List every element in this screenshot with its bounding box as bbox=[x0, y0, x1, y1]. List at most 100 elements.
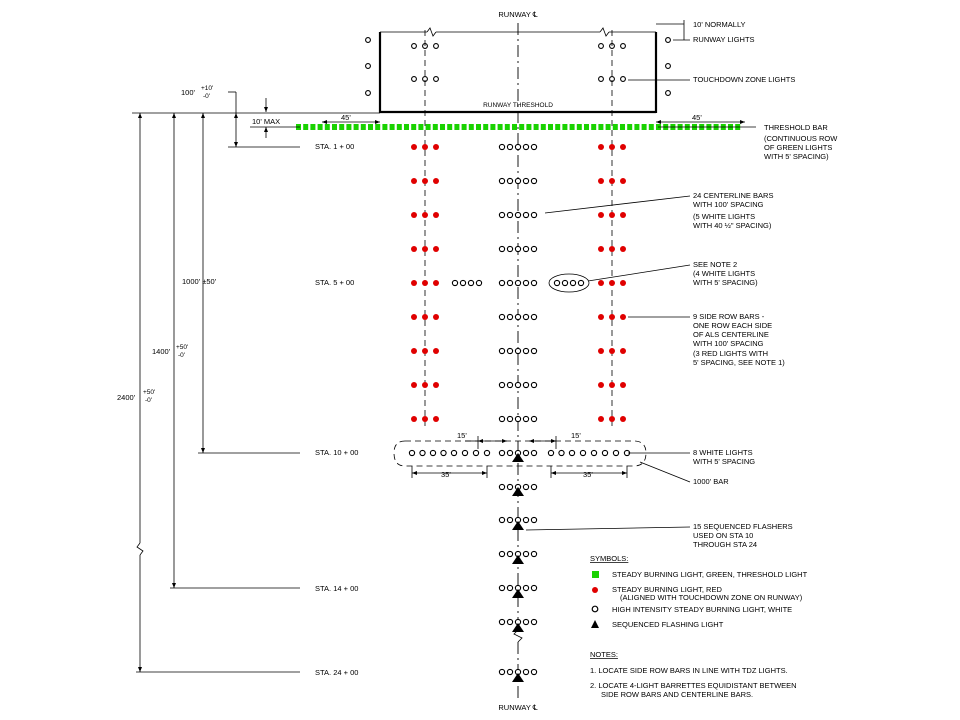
white-centerline-light bbox=[498, 449, 506, 457]
green-square-icon bbox=[592, 571, 599, 578]
red-side-row-light bbox=[620, 382, 626, 388]
red-side-row-light bbox=[598, 178, 604, 184]
red-side-row-light bbox=[598, 246, 604, 252]
red-side-row-light bbox=[620, 212, 626, 218]
legend-item-2a: STEADY BURNING LIGHT, RED bbox=[612, 585, 722, 594]
white-centerline-light bbox=[522, 177, 530, 185]
white-centerline-light bbox=[522, 584, 530, 592]
green-threshold-light bbox=[562, 124, 568, 130]
green-threshold-light bbox=[598, 124, 604, 130]
tdz-lights-label: TOUCHDOWN ZONE LIGHTS bbox=[693, 75, 795, 84]
white-centerline-light bbox=[506, 279, 514, 287]
runway-lights-label: RUNWAY LIGHTS bbox=[693, 35, 755, 44]
sequenced-flasher-icon bbox=[512, 589, 524, 598]
dim-1000: 1000' ±50' bbox=[182, 277, 217, 286]
white-bar-light bbox=[547, 449, 555, 457]
red-side-row-light bbox=[598, 314, 604, 320]
green-threshold-light bbox=[396, 124, 402, 130]
dim-35-right: 35' bbox=[583, 470, 593, 479]
white-centerline-light bbox=[522, 483, 530, 491]
white-bar-light bbox=[558, 449, 565, 457]
white-centerline-light bbox=[498, 584, 506, 592]
red-side-row-light bbox=[620, 178, 626, 184]
white-centerline-light bbox=[522, 143, 530, 151]
station-10-label: STA. 10 + 00 bbox=[315, 448, 358, 457]
flashers-2: USED ON STA 10 bbox=[693, 531, 753, 540]
white-centerline-light bbox=[522, 245, 530, 253]
station-24-label: STA. 24 + 00 bbox=[315, 668, 358, 677]
red-dot-icon bbox=[592, 587, 598, 593]
white-centerline-light bbox=[530, 245, 538, 253]
white-centerline-light bbox=[530, 483, 538, 491]
legend: SYMBOLS: STEADY BURNING LIGHT, GREEN, TH… bbox=[590, 554, 808, 629]
see-note2-2: (4 WHITE LIGHTS bbox=[693, 269, 755, 278]
green-threshold-light bbox=[360, 124, 366, 130]
note-2b: SIDE ROW BARS AND CENTERLINE BARS. bbox=[601, 690, 753, 699]
red-side-row-light bbox=[598, 212, 604, 218]
dim-15-right: 15' bbox=[571, 431, 581, 440]
green-threshold-light bbox=[584, 124, 589, 130]
red-side-row-light bbox=[422, 314, 428, 320]
white-centerline-light bbox=[522, 550, 530, 558]
sequenced-flashers bbox=[512, 453, 524, 682]
green-threshold-light bbox=[447, 124, 453, 130]
flashers-1: 15 SEQUENCED FLASHERS bbox=[693, 522, 793, 531]
white-centerline-light bbox=[514, 143, 522, 151]
station-5-label: STA. 5 + 00 bbox=[315, 278, 354, 287]
note-1: 1. LOCATE SIDE ROW BARS IN LINE WITH TDZ… bbox=[590, 666, 788, 675]
green-threshold-light bbox=[375, 124, 381, 130]
green-threshold-light bbox=[310, 124, 316, 130]
green-threshold-light bbox=[483, 124, 489, 130]
legend-item-3: HIGH INTENSITY STEADY BURNING LIGHT, WHI… bbox=[612, 605, 792, 614]
white-centerline-light bbox=[498, 550, 506, 558]
green-threshold-light bbox=[641, 124, 647, 130]
green-threshold-light bbox=[476, 124, 481, 130]
red-side-row-light bbox=[433, 382, 439, 388]
threshold-bar-note-3: WITH 5' SPACING) bbox=[764, 152, 829, 161]
white-centerline-light bbox=[506, 211, 514, 219]
red-side-row-light bbox=[411, 382, 417, 388]
red-side-row-light bbox=[433, 212, 439, 218]
eight-white-1: 8 WHITE LIGHTS bbox=[693, 448, 753, 457]
sequenced-flasher-icon bbox=[512, 555, 524, 564]
flashers-3: THROUGH STA 24 bbox=[693, 540, 757, 549]
dim-1400-minus: -0' bbox=[178, 352, 185, 359]
dim-45-right: 45' bbox=[692, 113, 702, 122]
green-threshold-light bbox=[324, 124, 330, 130]
white-centerline-light bbox=[522, 618, 530, 626]
dim-1400-plus: +50' bbox=[176, 344, 188, 351]
bar-dimensions: 15' 15' 35' 35' bbox=[411, 431, 628, 479]
threshold-bar-label: THRESHOLD BAR bbox=[764, 123, 828, 132]
red-side-row-light bbox=[411, 246, 417, 252]
white-bar-light bbox=[472, 449, 480, 457]
white-centerline-light bbox=[514, 381, 522, 389]
red-side-row-light bbox=[422, 348, 428, 354]
green-threshold-light bbox=[490, 124, 496, 130]
white-centerline-light bbox=[498, 483, 506, 491]
white-centerline-light bbox=[514, 415, 522, 423]
white-centerline-light bbox=[530, 279, 538, 287]
white-bar-light bbox=[612, 449, 620, 457]
see-note-ellipse bbox=[548, 273, 590, 293]
white-centerline-light bbox=[498, 381, 506, 389]
green-threshold-light bbox=[425, 124, 431, 130]
legend-item-2b: (ALIGNED WITH TOUCHDOWN ZONE ON RUNWAY) bbox=[620, 593, 803, 602]
threshold-dimensions: 45' 45' 10' MAX bbox=[250, 98, 745, 138]
legend-item-4: SEQUENCED FLASHING LIGHT bbox=[612, 620, 724, 629]
red-side-row-light bbox=[609, 280, 615, 286]
white-centerline-light bbox=[514, 313, 522, 321]
white-bar-light bbox=[419, 449, 426, 457]
green-threshold-light bbox=[440, 124, 445, 130]
sequenced-flasher-icon bbox=[512, 453, 524, 462]
white-centerline-light bbox=[506, 143, 514, 151]
thousand-bar-label: 1000' BAR bbox=[693, 477, 729, 486]
white-centerline-light bbox=[514, 211, 522, 219]
green-threshold-light bbox=[648, 124, 654, 130]
white-centerline-light bbox=[530, 211, 538, 219]
light-bars bbox=[411, 143, 626, 676]
green-threshold-light bbox=[411, 124, 417, 130]
white-centerline-light bbox=[498, 143, 506, 151]
white-bar-light bbox=[440, 449, 447, 457]
red-side-row-light bbox=[433, 280, 439, 286]
